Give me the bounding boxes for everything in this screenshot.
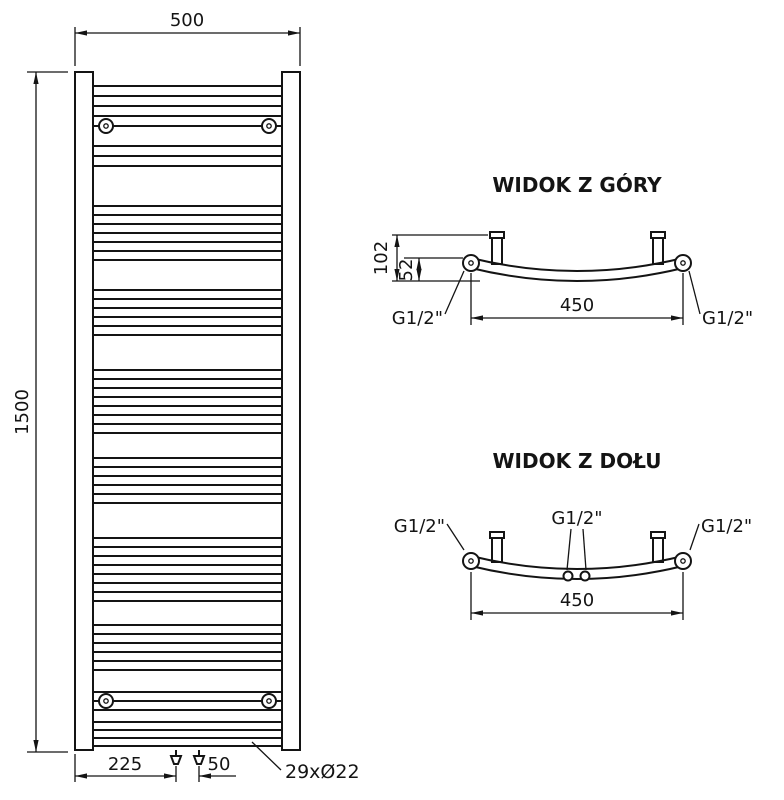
bottom-fitting-center-leader-2 — [582, 528, 587, 571]
bottom-fitting-left-label: G1/2" — [394, 516, 445, 537]
valve-offset-label: 225 — [108, 754, 142, 775]
height-extension-lines — [27, 71, 68, 753]
wall-bracket-bottom-right — [261, 693, 277, 709]
wall-bracket-bottom-left — [98, 693, 114, 709]
bottom-view-title: WIDOK Z DOŁU — [492, 449, 661, 473]
bottom-center-connection-right — [579, 570, 591, 582]
top-view-bracket-right — [650, 231, 666, 265]
wall-bracket-top-right — [261, 118, 277, 134]
top-fitting-right-label: G1/2" — [702, 308, 753, 329]
bottom-fitting-right-label: G1/2" — [701, 516, 752, 537]
bottom-view-right-tube-section — [674, 552, 692, 570]
left-collector-tube — [74, 71, 94, 751]
top-view-title: WIDOK Z GÓRY — [492, 173, 662, 197]
bottom-fitting-left-leader — [446, 523, 465, 551]
width-dimension-label: 500 — [170, 10, 204, 31]
top-view: WIDOK Z GÓRY 102 52 450 G1/2" — [371, 173, 753, 329]
top-span-label: 450 — [560, 295, 594, 316]
bottom-view: WIDOK Z DOŁU G1/2" G1/2" G1/2" 45 — [394, 449, 752, 620]
bottom-fitting-right-leader — [689, 523, 700, 551]
top-view-left-tube-section — [462, 254, 480, 272]
tube-depth-label: 52 — [396, 259, 417, 282]
tube-spec-leader-line — [251, 741, 282, 771]
radiator-rungs — [93, 85, 282, 747]
top-fitting-left-leader — [444, 270, 465, 315]
top-fitting-right-leader — [688, 270, 701, 315]
tube-spec-label: 29xØ22 — [285, 761, 360, 783]
top-view-curved-body — [470, 257, 684, 282]
depth-extension-lines — [392, 234, 488, 282]
bottom-view-bracket-right — [650, 531, 666, 563]
bottom-fitting-center-leader-1 — [566, 528, 572, 571]
bottom-fitting-center-label: G1/2" — [551, 508, 602, 529]
height-dimension-label: 1500 — [12, 389, 33, 435]
top-fitting-left-label: G1/2" — [392, 308, 443, 329]
top-view-right-tube-section — [674, 254, 692, 272]
bottom-view-left-tube-section — [462, 552, 480, 570]
wall-bracket-top-left — [98, 118, 114, 134]
valve-left — [169, 750, 183, 765]
bottom-span-label: 450 — [560, 590, 594, 611]
bottom-center-connection-left — [562, 570, 574, 582]
bottom-view-bracket-left — [489, 531, 505, 563]
right-collector-tube — [281, 71, 301, 751]
bottom-view-curved-body — [470, 555, 684, 580]
top-view-bracket-left — [489, 231, 505, 265]
total-depth-label: 102 — [371, 241, 392, 275]
valve-right — [192, 750, 206, 765]
front-view: 500 1500 225 50 29xØ22 — [12, 10, 360, 783]
valve-spacing-label: 50 — [208, 754, 231, 775]
